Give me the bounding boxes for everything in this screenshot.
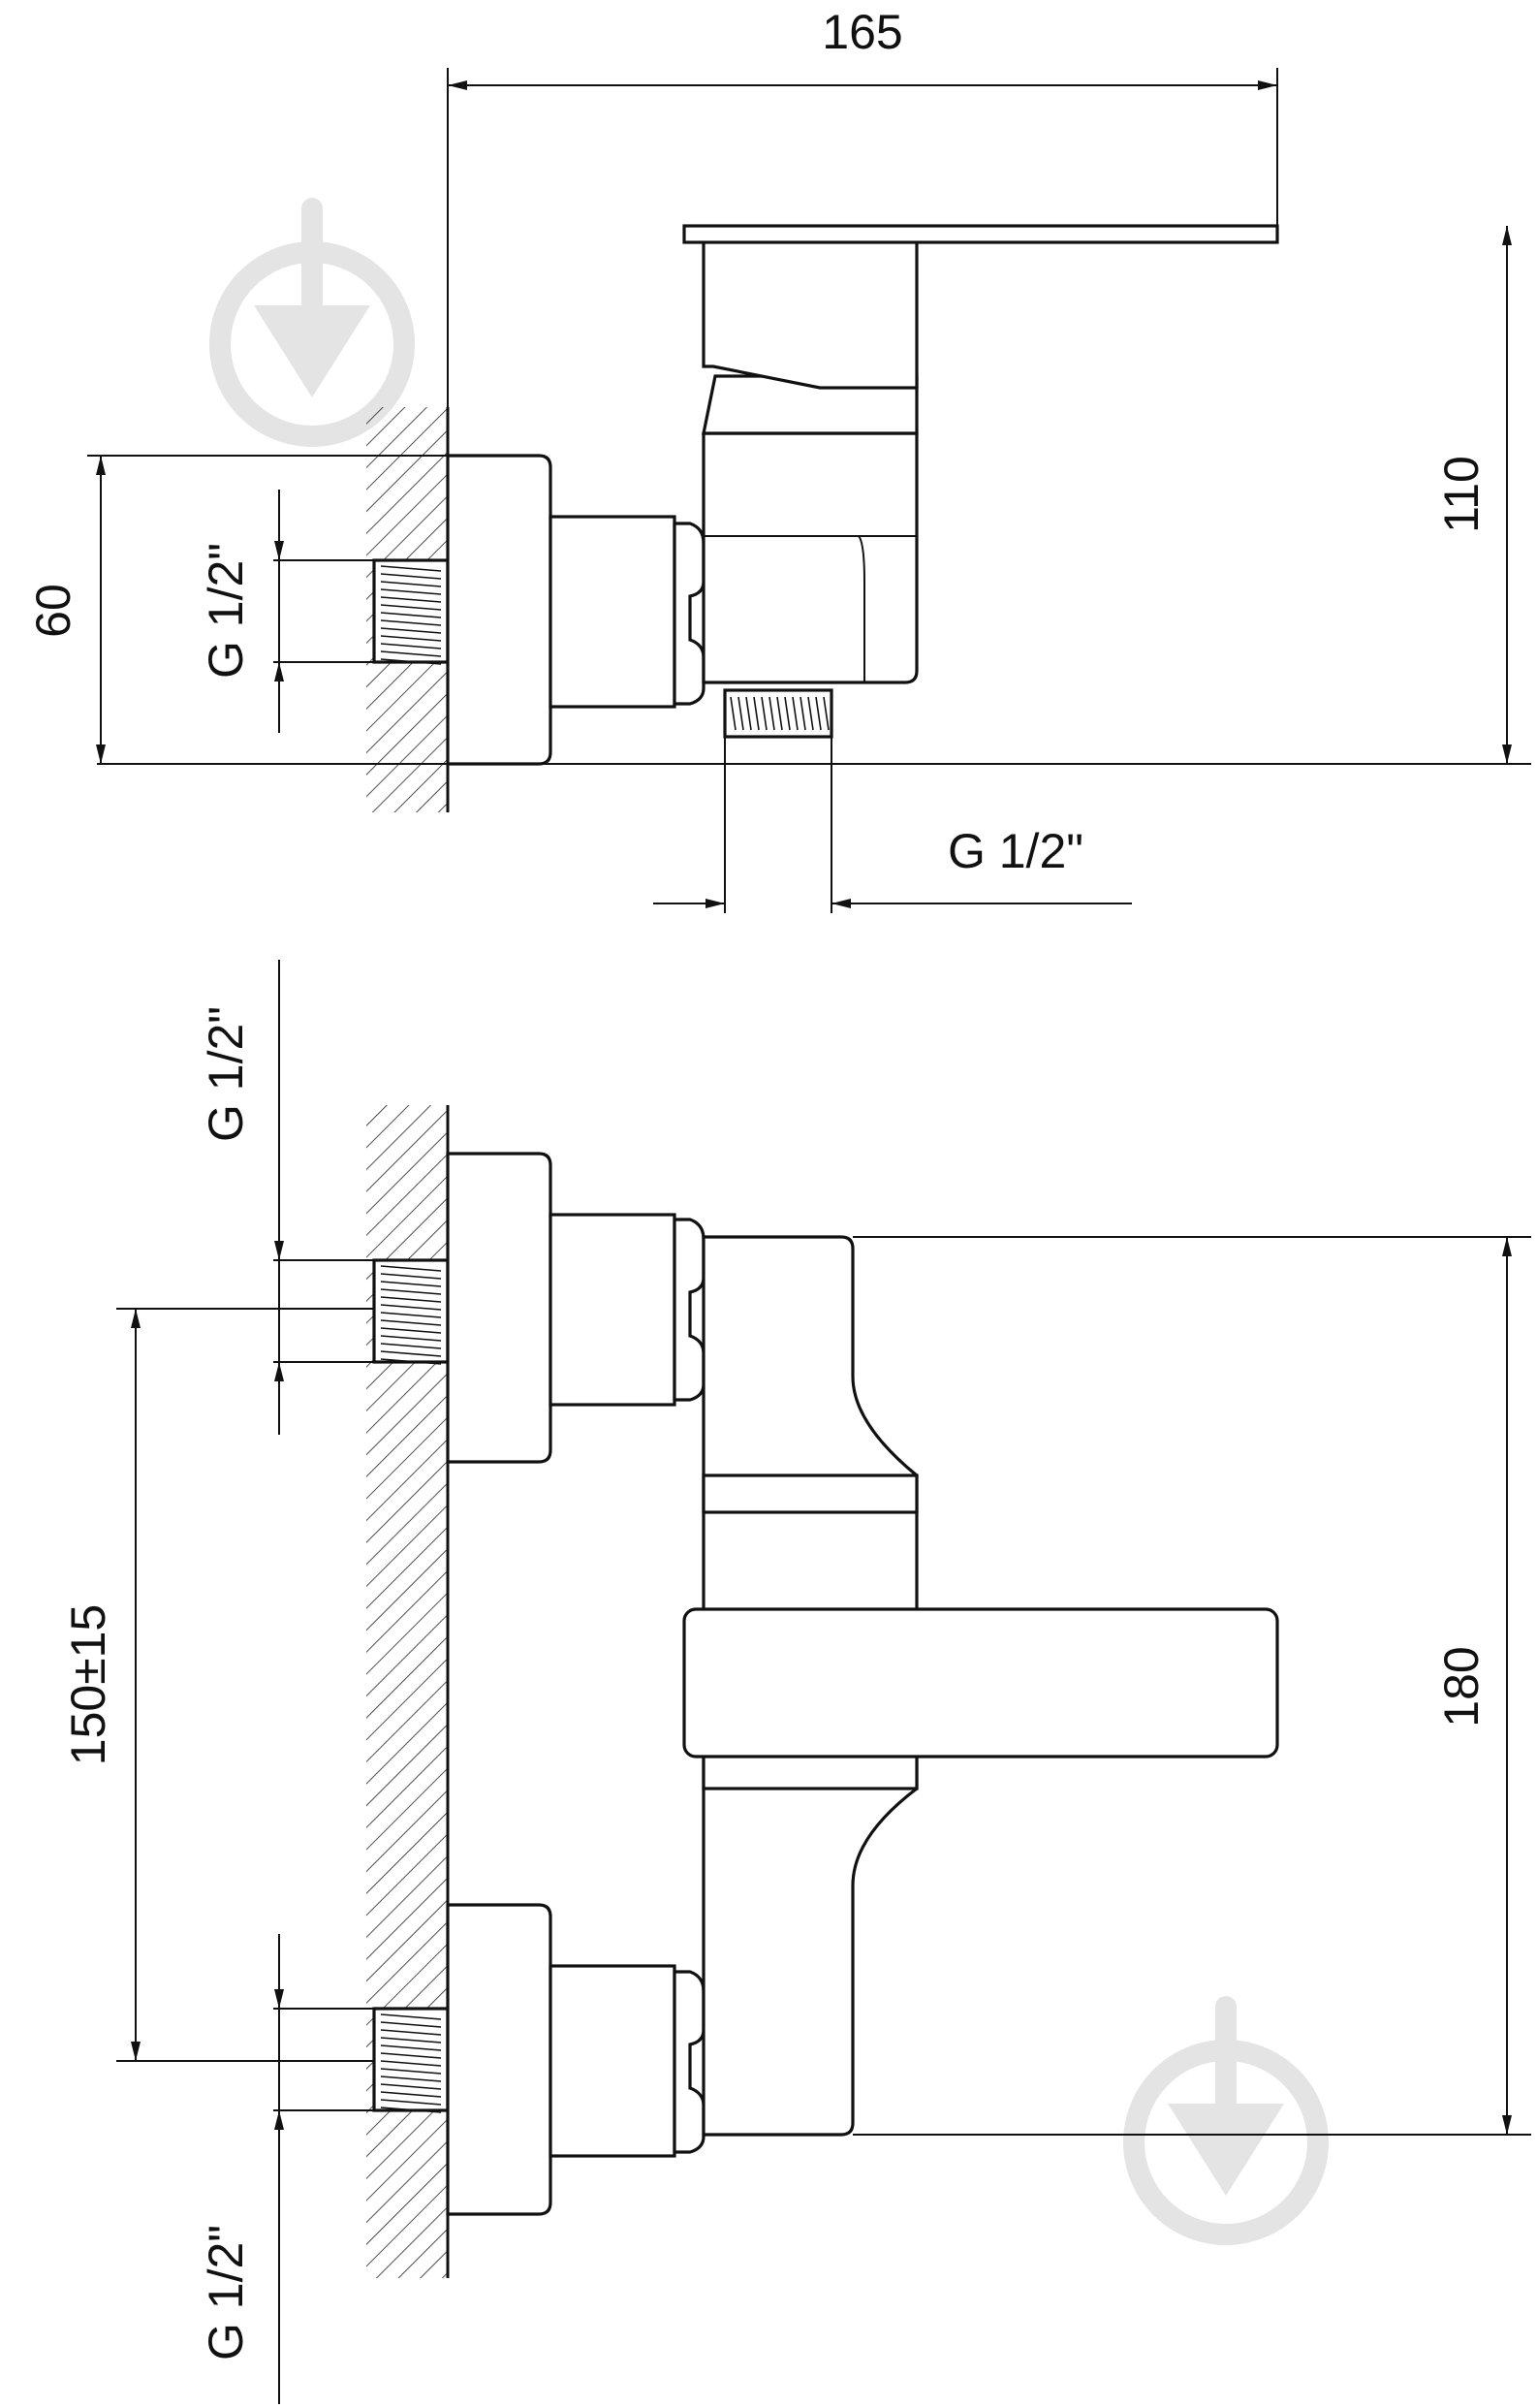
body-height-dim-label: 180 — [1434, 1646, 1489, 1727]
thread-line — [380, 2075, 442, 2082]
thread-line — [784, 696, 791, 731]
thread-line — [380, 2052, 442, 2059]
thread-line — [380, 1335, 442, 1342]
thread-line — [823, 696, 830, 731]
thread-line — [380, 1265, 442, 1272]
thread-line — [761, 696, 768, 731]
thread-line — [380, 1350, 442, 1357]
hex-nut — [673, 522, 706, 706]
watermark-logo-icon — [209, 198, 415, 447]
thread-line — [380, 643, 442, 650]
upper-inlet-thread-label: G 1/2" — [199, 1006, 253, 1142]
thread-line — [380, 596, 442, 603]
mixer-body — [702, 431, 919, 684]
handle-block — [702, 226, 919, 390]
thread-line — [753, 696, 760, 731]
lower-connector — [549, 1964, 676, 2158]
lower-escutcheon — [446, 1903, 552, 2216]
front-view: 180 150±15 G 1/2" G 1/2" — [61, 960, 1531, 2404]
thread-line — [380, 2068, 442, 2075]
thread-line — [380, 604, 442, 611]
lower-hex-nut — [673, 1970, 706, 2154]
lower-inlet-thread-label: G 1/2" — [199, 2225, 253, 2360]
thread-line — [380, 588, 442, 595]
thread-line — [768, 696, 775, 731]
thread-line — [380, 2037, 442, 2044]
thread-line — [380, 573, 442, 580]
inlet-spacing-dim-label: 150±15 — [61, 1604, 115, 1765]
thread-line — [380, 1327, 442, 1334]
thread-line — [792, 696, 799, 731]
escutcheon — [446, 454, 552, 766]
depth-dim-label: 60 — [26, 584, 80, 638]
height-dim-label: 110 — [1434, 456, 1489, 533]
thread-line — [380, 612, 442, 618]
thread-line — [380, 2021, 442, 2028]
thread-line — [380, 2044, 442, 2051]
thread-line — [380, 1273, 442, 1280]
thread-line — [730, 696, 737, 731]
upper-connector — [549, 1213, 676, 1407]
upper-hex-nut — [673, 1218, 706, 1402]
lever-front — [682, 1607, 1279, 1758]
thread-line — [380, 635, 442, 642]
thread-line — [380, 2029, 442, 2036]
thread-line — [380, 1281, 442, 1287]
thread-line — [380, 2013, 442, 2020]
outlet-thread-label: G 1/2" — [948, 824, 1083, 878]
thread-line — [380, 1296, 442, 1303]
wall-inlet-thread-label: G 1/2" — [199, 543, 253, 679]
thread-line — [380, 619, 442, 626]
thread-line — [380, 1343, 442, 1349]
thread-line — [380, 2107, 442, 2113]
upper-escutcheon — [446, 1152, 552, 1464]
thread-line — [380, 581, 442, 587]
top-view: 165 110 60 G 1/2" G 1/2" — [26, 5, 1531, 913]
inlet-thread — [372, 558, 450, 665]
thread-line — [380, 1304, 442, 1311]
thread-line — [380, 565, 442, 572]
thread-line — [737, 696, 744, 731]
thread-line — [380, 650, 442, 657]
thread-line — [380, 1288, 442, 1295]
width-dim-label: 165 — [822, 5, 902, 59]
thread-line — [380, 1312, 442, 1318]
thread-line — [807, 696, 814, 731]
thread-line — [776, 696, 783, 731]
lever-top — [682, 224, 1279, 244]
thread-line — [800, 696, 806, 731]
thread-line — [380, 2083, 442, 2090]
thread-line — [380, 658, 442, 665]
thread-line — [380, 2060, 442, 2067]
thread-line — [745, 696, 752, 731]
watermark-logo-icon — [1123, 1996, 1329, 2245]
thread-line — [380, 1319, 442, 1326]
thread-line — [380, 1358, 442, 1365]
thread-line — [380, 2099, 442, 2106]
thread-line — [815, 696, 822, 731]
thread-line — [380, 2091, 442, 2098]
connector — [549, 515, 676, 709]
thread-line — [380, 627, 442, 634]
